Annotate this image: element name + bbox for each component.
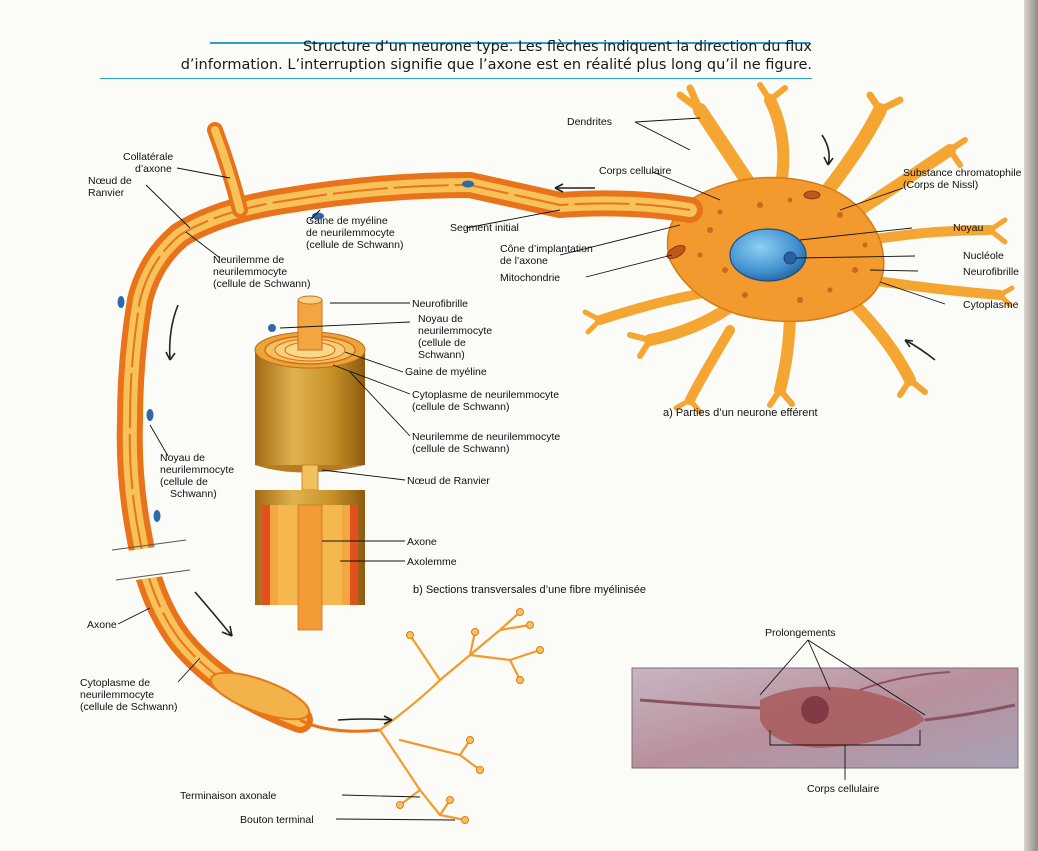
label-cytoplasme: Cytoplasme bbox=[963, 299, 1019, 311]
terminal-schwann bbox=[206, 663, 315, 729]
axon-core-top bbox=[298, 300, 322, 350]
label-noyau-left: Noyau de bbox=[160, 452, 205, 464]
cell-body bbox=[585, 85, 1012, 412]
label-corps-cellulaire-photo: Corps cellulaire bbox=[807, 783, 880, 795]
label-noeud-ranvier-left-2: Ranvier bbox=[88, 187, 125, 199]
axon-fiber bbox=[110, 130, 690, 731]
label-noyau-left-3: (cellule de bbox=[160, 476, 208, 488]
label-gaine-myeline-mid: Gaine de myéline bbox=[405, 366, 487, 378]
label-cytoplasme-left: Cytoplasme de bbox=[80, 677, 150, 689]
photomicrograph bbox=[632, 668, 1018, 768]
label-gaine-myeline-top: Gaine de myéline bbox=[306, 215, 388, 227]
label-noeud-ranvier-mid: Nœud de Ranvier bbox=[407, 475, 490, 487]
label-noyau-mid-4: Schwann) bbox=[418, 349, 465, 361]
flow-arrow-4 bbox=[338, 719, 392, 720]
nucleolus bbox=[784, 252, 796, 264]
caption-b: b) Sections transversales d’une fibre my… bbox=[413, 584, 646, 596]
label-dendrites: Dendrites bbox=[567, 116, 612, 128]
label-gaine-myeline-top-3: (cellule de Schwann) bbox=[306, 239, 403, 251]
label-neurilemme-mid: Neurilemme de neurilemmocyte bbox=[412, 431, 560, 443]
label-gaine-myeline-top-2: de neurilemmocyte bbox=[306, 227, 395, 239]
label-bouton-terminal: Bouton terminal bbox=[240, 814, 314, 826]
label-cytoplasme-mid: Cytoplasme de neurilemmocyte bbox=[412, 389, 559, 401]
label-neurilemme-3: (cellule de Schwann) bbox=[213, 278, 310, 290]
label-noyau: Noyau bbox=[953, 222, 984, 234]
label-collaterale-2: d’axone bbox=[135, 163, 172, 175]
label-cone-implantation-2: de l’axone bbox=[500, 255, 548, 267]
label-cytoplasme-mid-2: (cellule de Schwann) bbox=[412, 401, 509, 413]
label-neurilemme-mid-2: (cellule de Schwann) bbox=[412, 443, 509, 455]
flow-arrow-3 bbox=[195, 592, 232, 636]
photo-nucleus bbox=[801, 696, 829, 724]
label-axone-mid: Axone bbox=[407, 536, 437, 548]
axon-terminal-branches bbox=[380, 612, 540, 820]
label-nucleole: Nucléole bbox=[963, 250, 1004, 262]
label-axone-left: Axone bbox=[87, 619, 117, 631]
label-substance-chromatophile: Substance chromatophile bbox=[903, 167, 1022, 179]
label-cone-implantation: Cône d’implantation bbox=[500, 243, 593, 255]
label-terminaison-axonale: Terminaison axonale bbox=[180, 790, 276, 802]
label-corps-de-nissl: (Corps de Nissl) bbox=[903, 179, 978, 191]
mitochondrion-2 bbox=[804, 191, 820, 199]
label-neurofibrille-right: Neurofibrille bbox=[963, 266, 1019, 278]
label-collaterale: Collatérale bbox=[123, 151, 173, 163]
node-section bbox=[302, 465, 318, 490]
label-cytoplasme-left-2: neurilemmocyte bbox=[80, 689, 154, 701]
label-segment-initial: Segment initial bbox=[450, 222, 519, 234]
label-mitochondrie: Mitochondrie bbox=[500, 272, 560, 284]
flow-arrow-6 bbox=[905, 340, 935, 360]
label-noyau-left-2: neurilemmocyte bbox=[160, 464, 234, 476]
label-prolongements: Prolongements bbox=[765, 627, 836, 639]
caption-a: a) Parties d’un neurone efférent bbox=[663, 407, 818, 419]
label-neurilemme: Neurilemme de bbox=[213, 254, 284, 266]
label-axolemme: Axolemme bbox=[407, 556, 457, 568]
label-noeud-ranvier-left: Nœud de bbox=[88, 175, 132, 187]
label-cytoplasme-left-3: (cellule de Schwann) bbox=[80, 701, 177, 713]
axon-core-bottom bbox=[298, 505, 322, 630]
label-noyau-mid: Noyau de bbox=[418, 313, 463, 325]
flow-arrow-2 bbox=[170, 305, 178, 360]
label-corps-cellulaire: Corps cellulaire bbox=[599, 165, 672, 177]
section-schwann-nucleus bbox=[268, 324, 276, 332]
label-neurofibrille-mid: Neurofibrille bbox=[412, 298, 468, 310]
myelinated-fiber-section bbox=[255, 296, 365, 630]
label-noyau-left-4: Schwann) bbox=[170, 488, 217, 500]
label-neurilemme-2: neurilemmocyte bbox=[213, 266, 287, 278]
label-noyau-mid-2: neurilemmocyte bbox=[418, 325, 492, 337]
label-noyau-mid-3: (cellule de bbox=[418, 337, 466, 349]
